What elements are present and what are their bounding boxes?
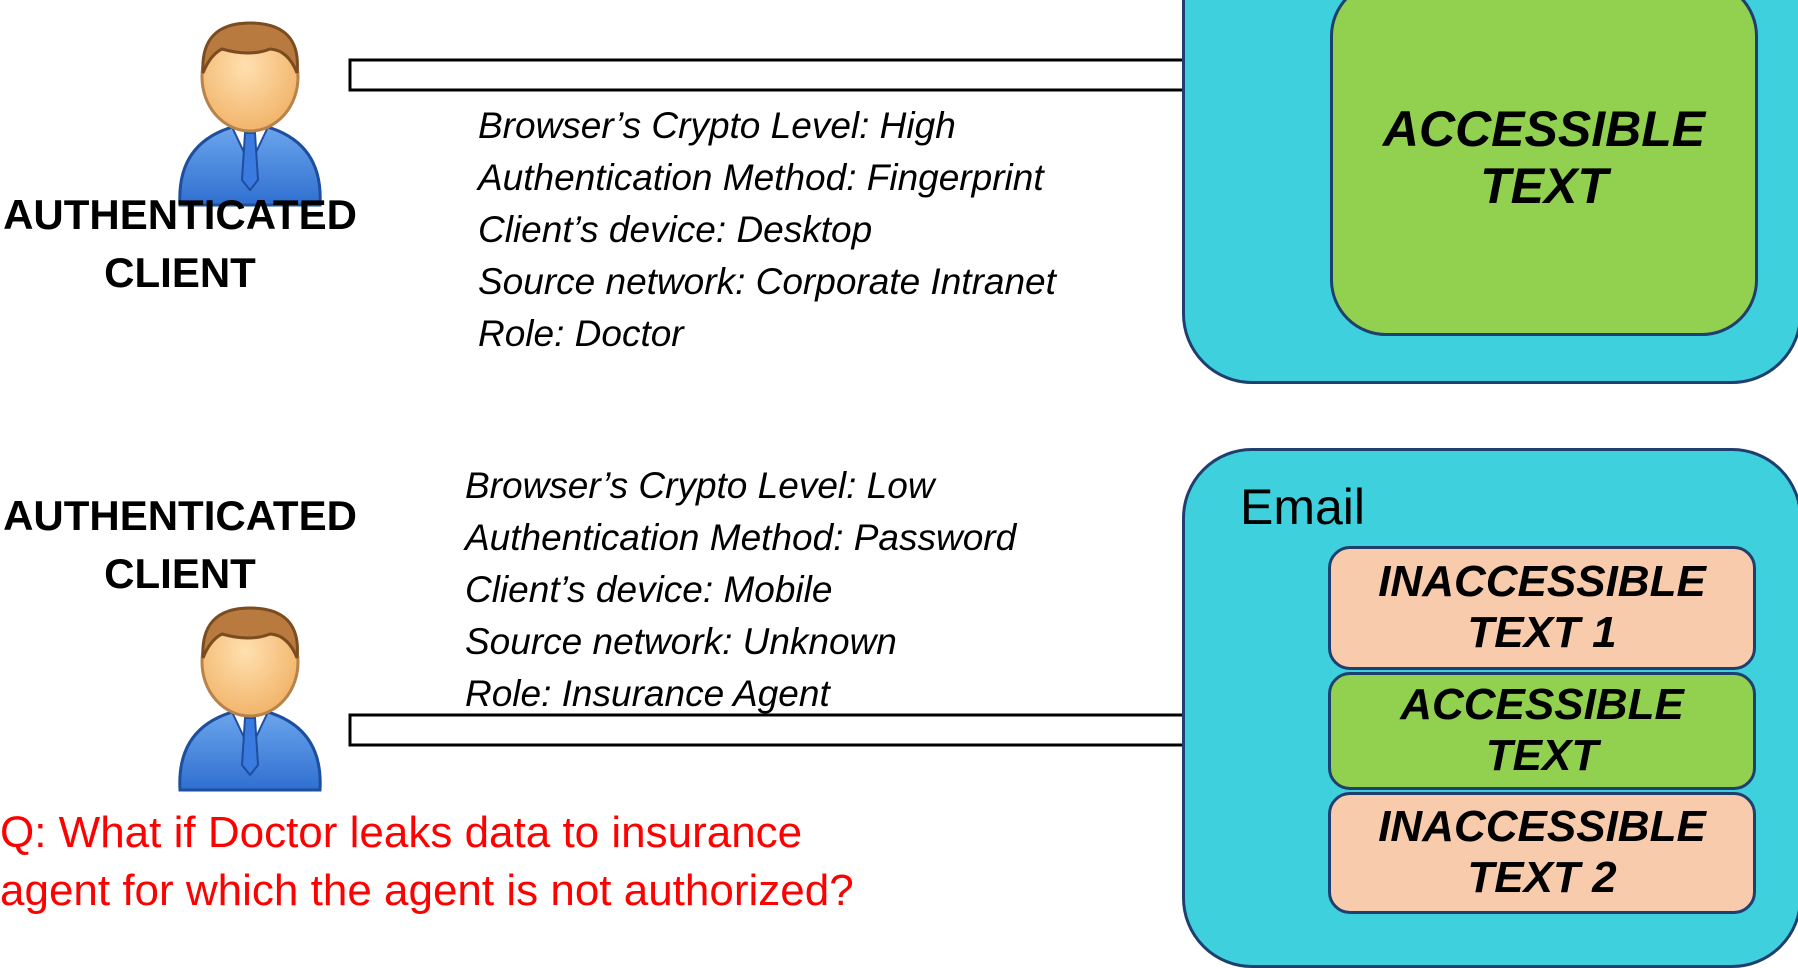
accessible-label-line2: TEXT	[1480, 158, 1608, 214]
question-line1: Q: What if Doctor leaks data to insuranc…	[0, 808, 803, 857]
client-label-line1: AUTHENTICATED	[3, 492, 357, 539]
attribute-auth-method: Authentication Method: Fingerprint	[478, 157, 1044, 198]
attribute-auth-method: Authentication Method: Password	[465, 517, 1017, 558]
section-label-line1: ACCESSIBLE	[1400, 680, 1684, 730]
question-line2: agent for which the agent is not authori…	[0, 866, 854, 915]
top-accessible-text-box: ACCESSIBLE TEXT	[1330, 0, 1758, 336]
email-panel-title: Email	[1240, 479, 1366, 535]
attribute-network: Source network: Unknown	[465, 621, 897, 662]
question-text: Q: What if Doctor leaks data to insuranc…	[0, 804, 854, 920]
attribute-network: Source network: Corporate Intranet	[478, 261, 1056, 302]
section-label-line1: INACCESSIBLE	[1378, 802, 1706, 852]
section-label-line1: INACCESSIBLE	[1378, 557, 1706, 607]
bottom-client-attributes: Browser’s Crypto Level: Low Authenticati…	[465, 460, 1016, 720]
attribute-crypto-level: Browser’s Crypto Level: High	[478, 105, 956, 146]
section-label-line2: TEXT 2	[1467, 853, 1617, 902]
accessible-text-box: ACCESSIBLE TEXT	[1328, 672, 1756, 790]
accessible-label-line1: ACCESSIBLE	[1382, 100, 1706, 157]
attribute-device: Client’s device: Desktop	[478, 209, 873, 250]
top-client-attributes: Browser’s Crypto Level: High Authenticat…	[478, 100, 1056, 360]
attribute-crypto-level: Browser’s Crypto Level: Low	[465, 465, 935, 506]
attribute-role: Role: Insurance Agent	[465, 673, 830, 714]
inaccessible-text-2-box: INACCESSIBLE TEXT 2	[1328, 792, 1756, 914]
top-client-label: AUTHENTICATED CLIENT	[0, 186, 390, 302]
section-label-line2: TEXT	[1485, 731, 1599, 780]
attribute-role: Role: Doctor	[478, 313, 684, 354]
bottom-client-label: AUTHENTICATED CLIENT	[0, 487, 390, 603]
user-avatar-icon	[178, 21, 322, 207]
client-label-line2: CLIENT	[104, 550, 256, 597]
inaccessible-text-1-box: INACCESSIBLE TEXT 1	[1328, 546, 1756, 670]
client-label-line2: CLIENT	[104, 249, 256, 296]
section-label-line2: TEXT 1	[1467, 608, 1617, 657]
attribute-device: Client’s device: Mobile	[465, 569, 833, 610]
client-label-line1: AUTHENTICATED	[3, 191, 357, 238]
user-avatar-icon	[178, 606, 322, 792]
